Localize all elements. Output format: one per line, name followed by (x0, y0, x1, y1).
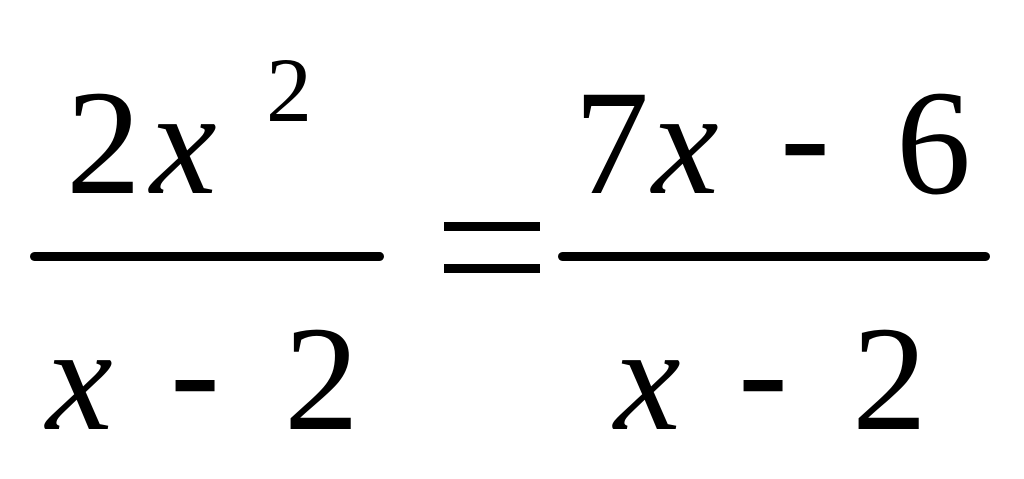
right-numerator-operator: - (780, 52, 830, 218)
equals-top-bar (444, 222, 540, 231)
equals-bottom-bar (444, 264, 540, 273)
right-numerator-variable: x (652, 60, 719, 226)
left-numerator-variable: x (150, 60, 217, 226)
right-fraction-bar (558, 252, 990, 261)
left-numerator-coefficient: 2 (66, 60, 141, 226)
right-denominator-operator: - (738, 288, 788, 454)
equals-label: = (0, 0, 1, 1)
left-denominator-variable: x (46, 296, 113, 462)
right-denominator-variable: x (614, 296, 681, 462)
right-numerator-constant: 6 (896, 60, 971, 226)
left-denominator-operator: - (170, 288, 220, 454)
right-numerator-coefficient: 7 (574, 60, 649, 226)
left-fraction-bar (30, 252, 384, 261)
left-denominator-constant: 2 (284, 296, 359, 462)
right-denominator-constant: 2 (852, 296, 927, 462)
left-numerator-exponent: 2 (266, 39, 312, 141)
